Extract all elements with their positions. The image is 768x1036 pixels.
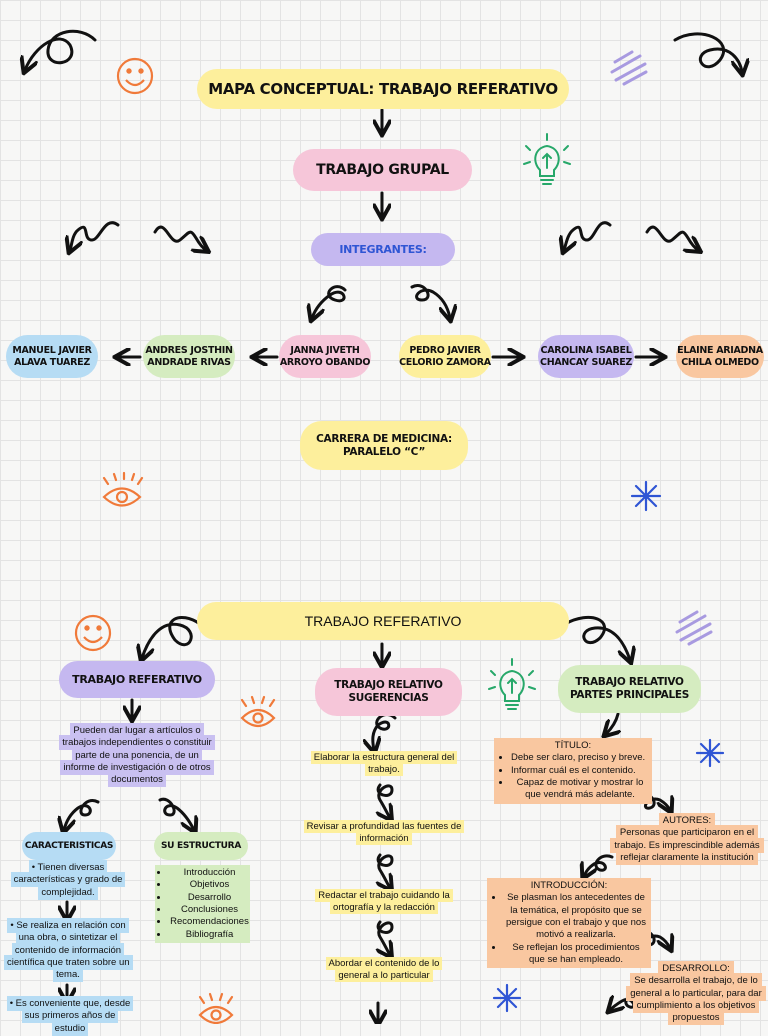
sugerencia-text: Elaborar la estructura general del traba… [310, 751, 458, 777]
characteristic-text: • Se realiza en relación con una obra, o… [4, 918, 133, 983]
characteristics-header: CARACTERISTICAS [22, 832, 116, 860]
structure-item: Desarrollo [169, 892, 250, 904]
eye-icon [102, 471, 144, 507]
member-last-name: CELORIO ZAMORA [399, 356, 491, 368]
titulo-block: TÍTULO: Debe ser claro, preciso y breve.… [494, 738, 652, 804]
sugerencias-header: TRABAJO RELATIVO SUGERENCIAS [315, 668, 462, 716]
sugerencia-text: Abordar el contenido de lo general a lo … [325, 957, 443, 983]
member-first-name: MANUEL JAVIER [12, 345, 92, 357]
structure-item: Objetivos [169, 879, 250, 891]
member-card: PEDRO JAVIER CELORIO ZAMORA [399, 335, 491, 378]
partes-header: TRABAJO RELATIVO PARTES PRINCIPALES [558, 665, 701, 713]
lightbulb-icon [488, 658, 536, 710]
member-last-name: ANDRADE RIVAS [147, 356, 231, 368]
member-card: MANUEL JAVIER ALAVA TUAREZ [6, 335, 98, 378]
referativo-intro: Pueden dar lugar a artículos o trabajos … [58, 723, 216, 788]
sugerencia-text: Revisar a profundidad las fuentes de inf… [303, 820, 465, 846]
sugerencia-step: Revisar a profundidad las fuentes de inf… [300, 820, 468, 846]
introduccion-block: INTRODUCCIÓN: Se plasman los antecedente… [487, 878, 651, 969]
member-last-name: CHILA OLMEDO [681, 356, 759, 368]
structure-item: Conclusiones [169, 904, 250, 916]
member-card: JANNA JIVETH ARROYO OBANDO [279, 335, 371, 378]
member-last-name: ARROYO OBANDO [279, 356, 371, 368]
desarrollo-label: DESARROLLO: [624, 961, 768, 976]
smiley-icon [74, 614, 112, 652]
sugerencia-step: Redactar el trabajo cuidando la ortograf… [300, 889, 468, 915]
characteristic-item: • Se realiza en relación con una obra, o… [4, 918, 133, 983]
eye-icon [198, 992, 234, 1024]
titulo-item: Informar cuál es el contenido. [511, 765, 649, 777]
section-title: TRABAJO REFERATIVO [197, 602, 569, 640]
squiggle-icon [153, 225, 206, 250]
titulo-item: Debe ser claro, preciso y breve. [511, 752, 649, 764]
sugerencia-text: Redactar el trabajo cuidando la ortograf… [315, 889, 453, 915]
member-card: ELAINE ARIADNA CHILA OLMEDO [676, 335, 764, 378]
career-line: CARRERA DE MEDICINA: [316, 432, 452, 445]
desarrollo-block: DESARROLLO: Se desarrolla el trabajo, de… [624, 961, 768, 1026]
group-label: TRABAJO GRUPAL [293, 149, 472, 191]
sugerencia-step: Elaborar la estructura general del traba… [300, 751, 468, 777]
structure-item: Recomendaciones [169, 916, 250, 928]
introduccion-item: Se reflejan los procedimientos que se ha… [504, 942, 648, 967]
characteristic-item: • Tienen diversas características y grad… [6, 860, 130, 900]
lightbulb-icon [523, 133, 571, 185]
career-parallel: PARALELO “C” [342, 445, 426, 458]
curly-arrow-icon [25, 29, 97, 70]
introduccion-item: Se plasman los antecedentes de la temáti… [504, 892, 648, 941]
titulo-item: Capaz de motivar y mostrar lo que vendrá… [511, 777, 649, 802]
main-title: MAPA CONCEPTUAL: TRABAJO REFERATIVO [197, 69, 569, 109]
smiley-icon [116, 57, 154, 95]
squiggle-icon [564, 221, 612, 250]
member-last-name: ALAVA TUAREZ [14, 356, 90, 368]
members-label: INTEGRANTES: [311, 233, 455, 266]
squiggle-icon [70, 221, 120, 250]
structure-item: Introducción [169, 867, 250, 879]
member-card: CAROLINA ISABEL CHANCAY SUAREZ [538, 335, 634, 378]
characteristic-text: • Tienen diversas características y grad… [10, 860, 126, 900]
member-card: ANDRES JOSTHIN ANDRADE RIVAS [143, 335, 235, 378]
autores-block: AUTORES: Personas que participaron en el… [610, 813, 764, 866]
characteristic-text: • Es conveniente que, desde sus primeros… [6, 996, 134, 1036]
member-first-name: ANDRES JOSTHIN [145, 345, 233, 357]
member-first-name: CAROLINA ISABEL [540, 345, 632, 357]
career-label: CARRERA DE MEDICINA: PARALELO “C” [300, 421, 468, 470]
scribble-icon [610, 50, 713, 646]
structure-list: Introducción Objetivos Desarrollo Conclu… [155, 865, 250, 944]
introduccion-label: INTRODUCCIÓN: [530, 880, 608, 891]
eye-icon [240, 695, 276, 728]
member-last-name: CHANCAY SUAREZ [540, 356, 632, 368]
asterisk-icon [492, 480, 725, 1013]
sugerencia-step: Abordar el contenido de lo general a lo … [312, 957, 456, 983]
referativo-intro-text: Pueden dar lugar a artículos o trabajos … [59, 723, 215, 788]
autores-text: Personas que participaron en el trabajo.… [610, 825, 764, 866]
structure-item: Bibliografía [169, 929, 250, 941]
squiggle-icon [645, 225, 698, 250]
member-first-name: JANNA JIVETH [290, 345, 360, 357]
autores-label: AUTORES: [610, 813, 764, 828]
characteristic-item: • Es conveniente que, desde sus primeros… [6, 996, 134, 1036]
titulo-label: TÍTULO: [554, 740, 592, 751]
referativo-header: TRABAJO REFERATIVO [59, 661, 215, 698]
member-first-name: ELAINE ARIADNA [677, 345, 763, 357]
curly-arrow-icon [673, 32, 742, 72]
member-first-name: PEDRO JAVIER [409, 345, 481, 357]
structure-header: SU ESTRUCTURA [154, 832, 248, 860]
desarrollo-text: Se desarrolla el trabajo, de lo general … [626, 973, 766, 1026]
